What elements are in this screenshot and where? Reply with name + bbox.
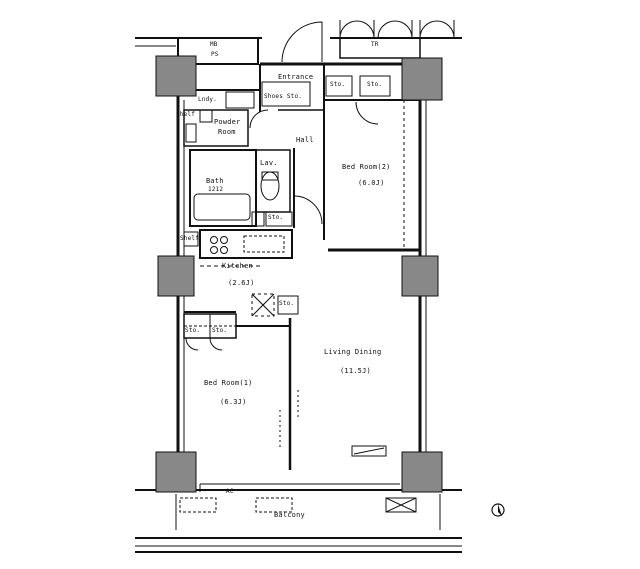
column-bottom-left [155,451,197,493]
toilet [260,171,280,201]
label-hall: Hall [296,136,314,144]
label-room: Room [218,128,236,136]
column-mid-left [157,255,195,297]
label-ac: AC [226,488,234,495]
label-living-dining: Living Dining [324,348,382,356]
label-bath: Bath [206,177,224,185]
sto-entrance-right [359,75,391,97]
label-shelf-powder: Shelf [176,111,196,118]
tr-box [339,37,421,59]
label-bedroom1-size: (6.3J) [220,398,247,406]
label-kitchen: Kitchen [222,262,253,270]
label-living-size: (11.5J) [340,367,371,375]
entrance-door-swing [281,21,323,63]
north-arrow-icon [491,503,505,517]
balcony-ac-unit [385,497,417,513]
label-sto-bed1-b: Sto. [212,327,228,334]
label-sto-entrance-right: Sto. [367,81,383,88]
sto-hall [277,295,299,315]
label-kitchen-size: (2.6J) [228,279,255,287]
bedroom2-door-swing [355,101,379,125]
column-top-right [401,57,443,101]
kitchen-counter [199,229,293,259]
label-sto-entrance-left: Sto. [330,81,346,88]
columns [155,55,443,493]
label-mb: MB [210,41,218,48]
label-sto-lav: Sto. [268,214,284,221]
label-sto-hall: Sto. [279,300,295,307]
label-balcony: Balcony [274,511,305,519]
label-lndy: Lndy. [198,96,218,103]
label-shelf-kitchen: Shelf [180,235,200,242]
label-tr: TR [371,41,379,48]
label-sto-bed1-a: Sto. [185,327,201,334]
powder-room [183,109,249,147]
shoes-sto [261,81,311,107]
label-bedroom2: Bed Room(2) [342,163,391,171]
label-lav: Lav. [260,159,278,167]
column-mid-right [401,255,439,297]
label-entrance: Entrance [278,73,314,81]
mb-ps-box [177,37,259,65]
bathtub [193,193,251,221]
label-bedroom2-size: (6.0J) [358,179,385,187]
label-bedroom1: Bed Room(1) [204,379,253,387]
sto-entrance-left [325,75,353,97]
column-bottom-right [401,451,443,493]
label-ps: PS [211,51,219,58]
label-shoes-sto: Shoes Sto. [264,93,303,100]
bay-window-arcs [339,20,455,39]
column-top-left [155,55,197,97]
label-bath-size: 1212 [208,186,224,193]
label-powder: Powder [214,118,241,126]
